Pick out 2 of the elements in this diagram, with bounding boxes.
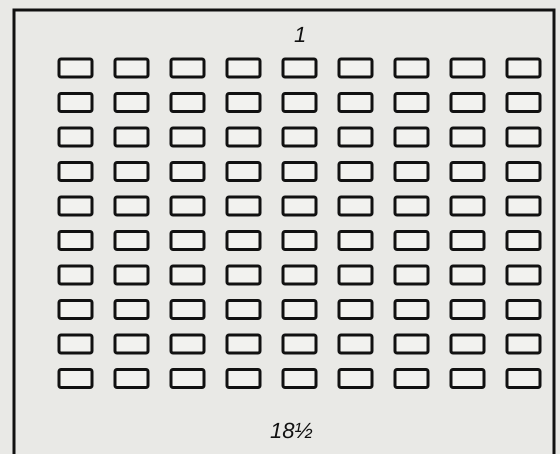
label-number: 1 (294, 24, 306, 46)
dimension-label: 18½ (270, 420, 313, 442)
